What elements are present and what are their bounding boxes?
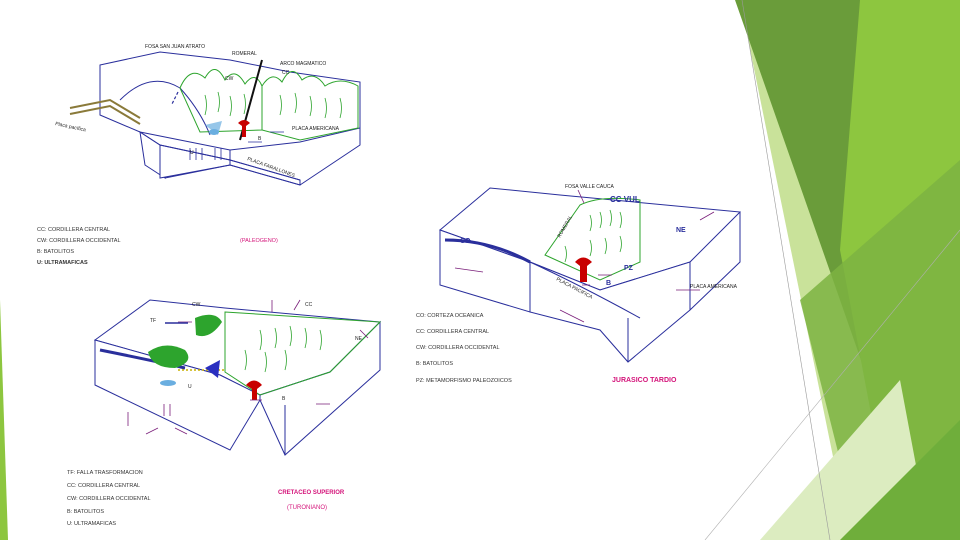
top-label-cw: CW — [225, 76, 234, 82]
top-block-edge — [164, 128, 361, 186]
bottom-label-ne: NE — [355, 336, 363, 342]
bottom-label-b: B — [282, 396, 286, 402]
right-label-pz: PZ — [624, 265, 634, 272]
right-label-ne: NE — [676, 227, 686, 234]
top-block-edge-2 — [139, 131, 301, 181]
bottom-legend-0: TF: FALLA TRASFORMACION — [67, 470, 143, 476]
bottom-legend-1: CC: CORDILLERA CENTRAL — [67, 483, 140, 489]
right-label-fosa: FOSA VALLE CAUCA — [565, 184, 614, 190]
top-label-placa-americana: PLACA AMERICANA — [292, 126, 340, 132]
deco-green-bottom — [840, 420, 960, 540]
right-legend-2: CW: CORDILLERA OCCIDENTAL — [416, 345, 500, 351]
right-label-co: CO — [460, 238, 471, 245]
diagram-top: FOSA SAN JUAN ATRATO ROMERAL ARCO MAGMAT… — [37, 44, 361, 266]
top-batolito — [238, 120, 250, 137]
bottom-subperiod: (TURONIANO) — [287, 505, 327, 511]
bottom-legend-3: B: BATOLITOS — [67, 509, 104, 515]
bottom-legend-2: CW: CORDILLERA OCCIDENTAL — [67, 496, 151, 502]
top-label-arco: ARCO MAGMATICO — [280, 61, 326, 67]
top-legend-1: CW: CORDILLERA OCCIDENTAL — [37, 238, 121, 244]
bottom-label-cw: CW — [192, 302, 201, 308]
top-cordillera-central — [261, 71, 359, 141]
top-label-romeral: ROMERAL — [232, 51, 257, 57]
top-label-fosa: FOSA SAN JUAN ATRATO — [145, 44, 205, 50]
bottom-cordillera-occ — [195, 314, 222, 337]
right-block-bottom — [689, 212, 741, 311]
right-label-cc-vul: CC VUL — [610, 195, 640, 204]
right-corteza-oceanica — [444, 238, 531, 264]
bottom-ultramafica — [160, 380, 176, 386]
top-ridges — [204, 91, 342, 119]
bottom-label-cc: CC — [305, 302, 313, 308]
top-legend-3: U: ULTRAMAFICAS — [37, 260, 88, 266]
bottom-label-tf: TF — [150, 318, 156, 324]
top-label-placa-pacifica: Placa pacífica — [55, 121, 87, 133]
deco-mid-band — [800, 160, 960, 540]
bottom-period: CRETACEO SUPERIOR — [278, 490, 345, 496]
right-label-placa-americana: PLACA AMERICANA — [690, 284, 738, 290]
deco-thin-line — [741, 0, 831, 540]
top-blue-wedge — [205, 121, 222, 135]
right-legend-0: CO: CORTEZA OCEANICA — [416, 313, 484, 319]
bottom-subduction-wedge — [205, 360, 220, 378]
bottom-ridges — [244, 325, 322, 373]
right-cordillera-ridges — [564, 209, 622, 263]
right-subduction-slab — [529, 261, 641, 319]
bottom-arrows — [127, 299, 369, 435]
top-period: (PALEOGENO) — [240, 238, 278, 244]
top-legend-2: B: BATOLITOS — [37, 249, 74, 255]
top-legend-0: CC: CORDILLERA CENTRAL — [37, 227, 110, 233]
diagram-right: FOSA VALLE CAUCA CC VUL NE CO PZ B PLACA… — [416, 184, 742, 384]
bottom-batolito — [246, 380, 262, 400]
right-legend-1: CC: CORDILLERA CENTRAL — [416, 329, 489, 335]
top-label-cc: CC — [282, 70, 290, 76]
right-legend-4: PZ: METAMORFISMO PALEOZOICOS — [416, 378, 512, 384]
top-label-b: B — [258, 136, 262, 142]
right-period: JURASICO TARDIO — [612, 377, 677, 384]
bottom-legend-4: U: ULTRAMAFICAS — [67, 521, 116, 527]
right-arrows — [454, 211, 715, 323]
top-fosa-dash — [171, 91, 179, 105]
right-label-b: B — [606, 280, 611, 287]
top-label-u: U — [190, 150, 194, 156]
top-arrows — [189, 131, 284, 160]
right-block-front — [529, 261, 691, 363]
deco-thin-line-2 — [704, 229, 960, 540]
right-fosa-arrow — [577, 189, 585, 204]
bottom-label-u: U — [188, 384, 192, 390]
bottom-cordillera-central — [224, 311, 382, 396]
diagram-bottom: CW CC TF NE U B TF: FALLA TRASFORMACION … — [67, 299, 382, 527]
bottom-cordillera-occ-2 — [148, 345, 189, 368]
right-batolito — [575, 257, 592, 282]
top-cordillera-occidental — [179, 69, 263, 133]
top-placa-pacifica — [69, 98, 141, 125]
right-legend-3: B: BATOLITOS — [416, 361, 453, 367]
deco-left-sliver — [0, 300, 8, 540]
